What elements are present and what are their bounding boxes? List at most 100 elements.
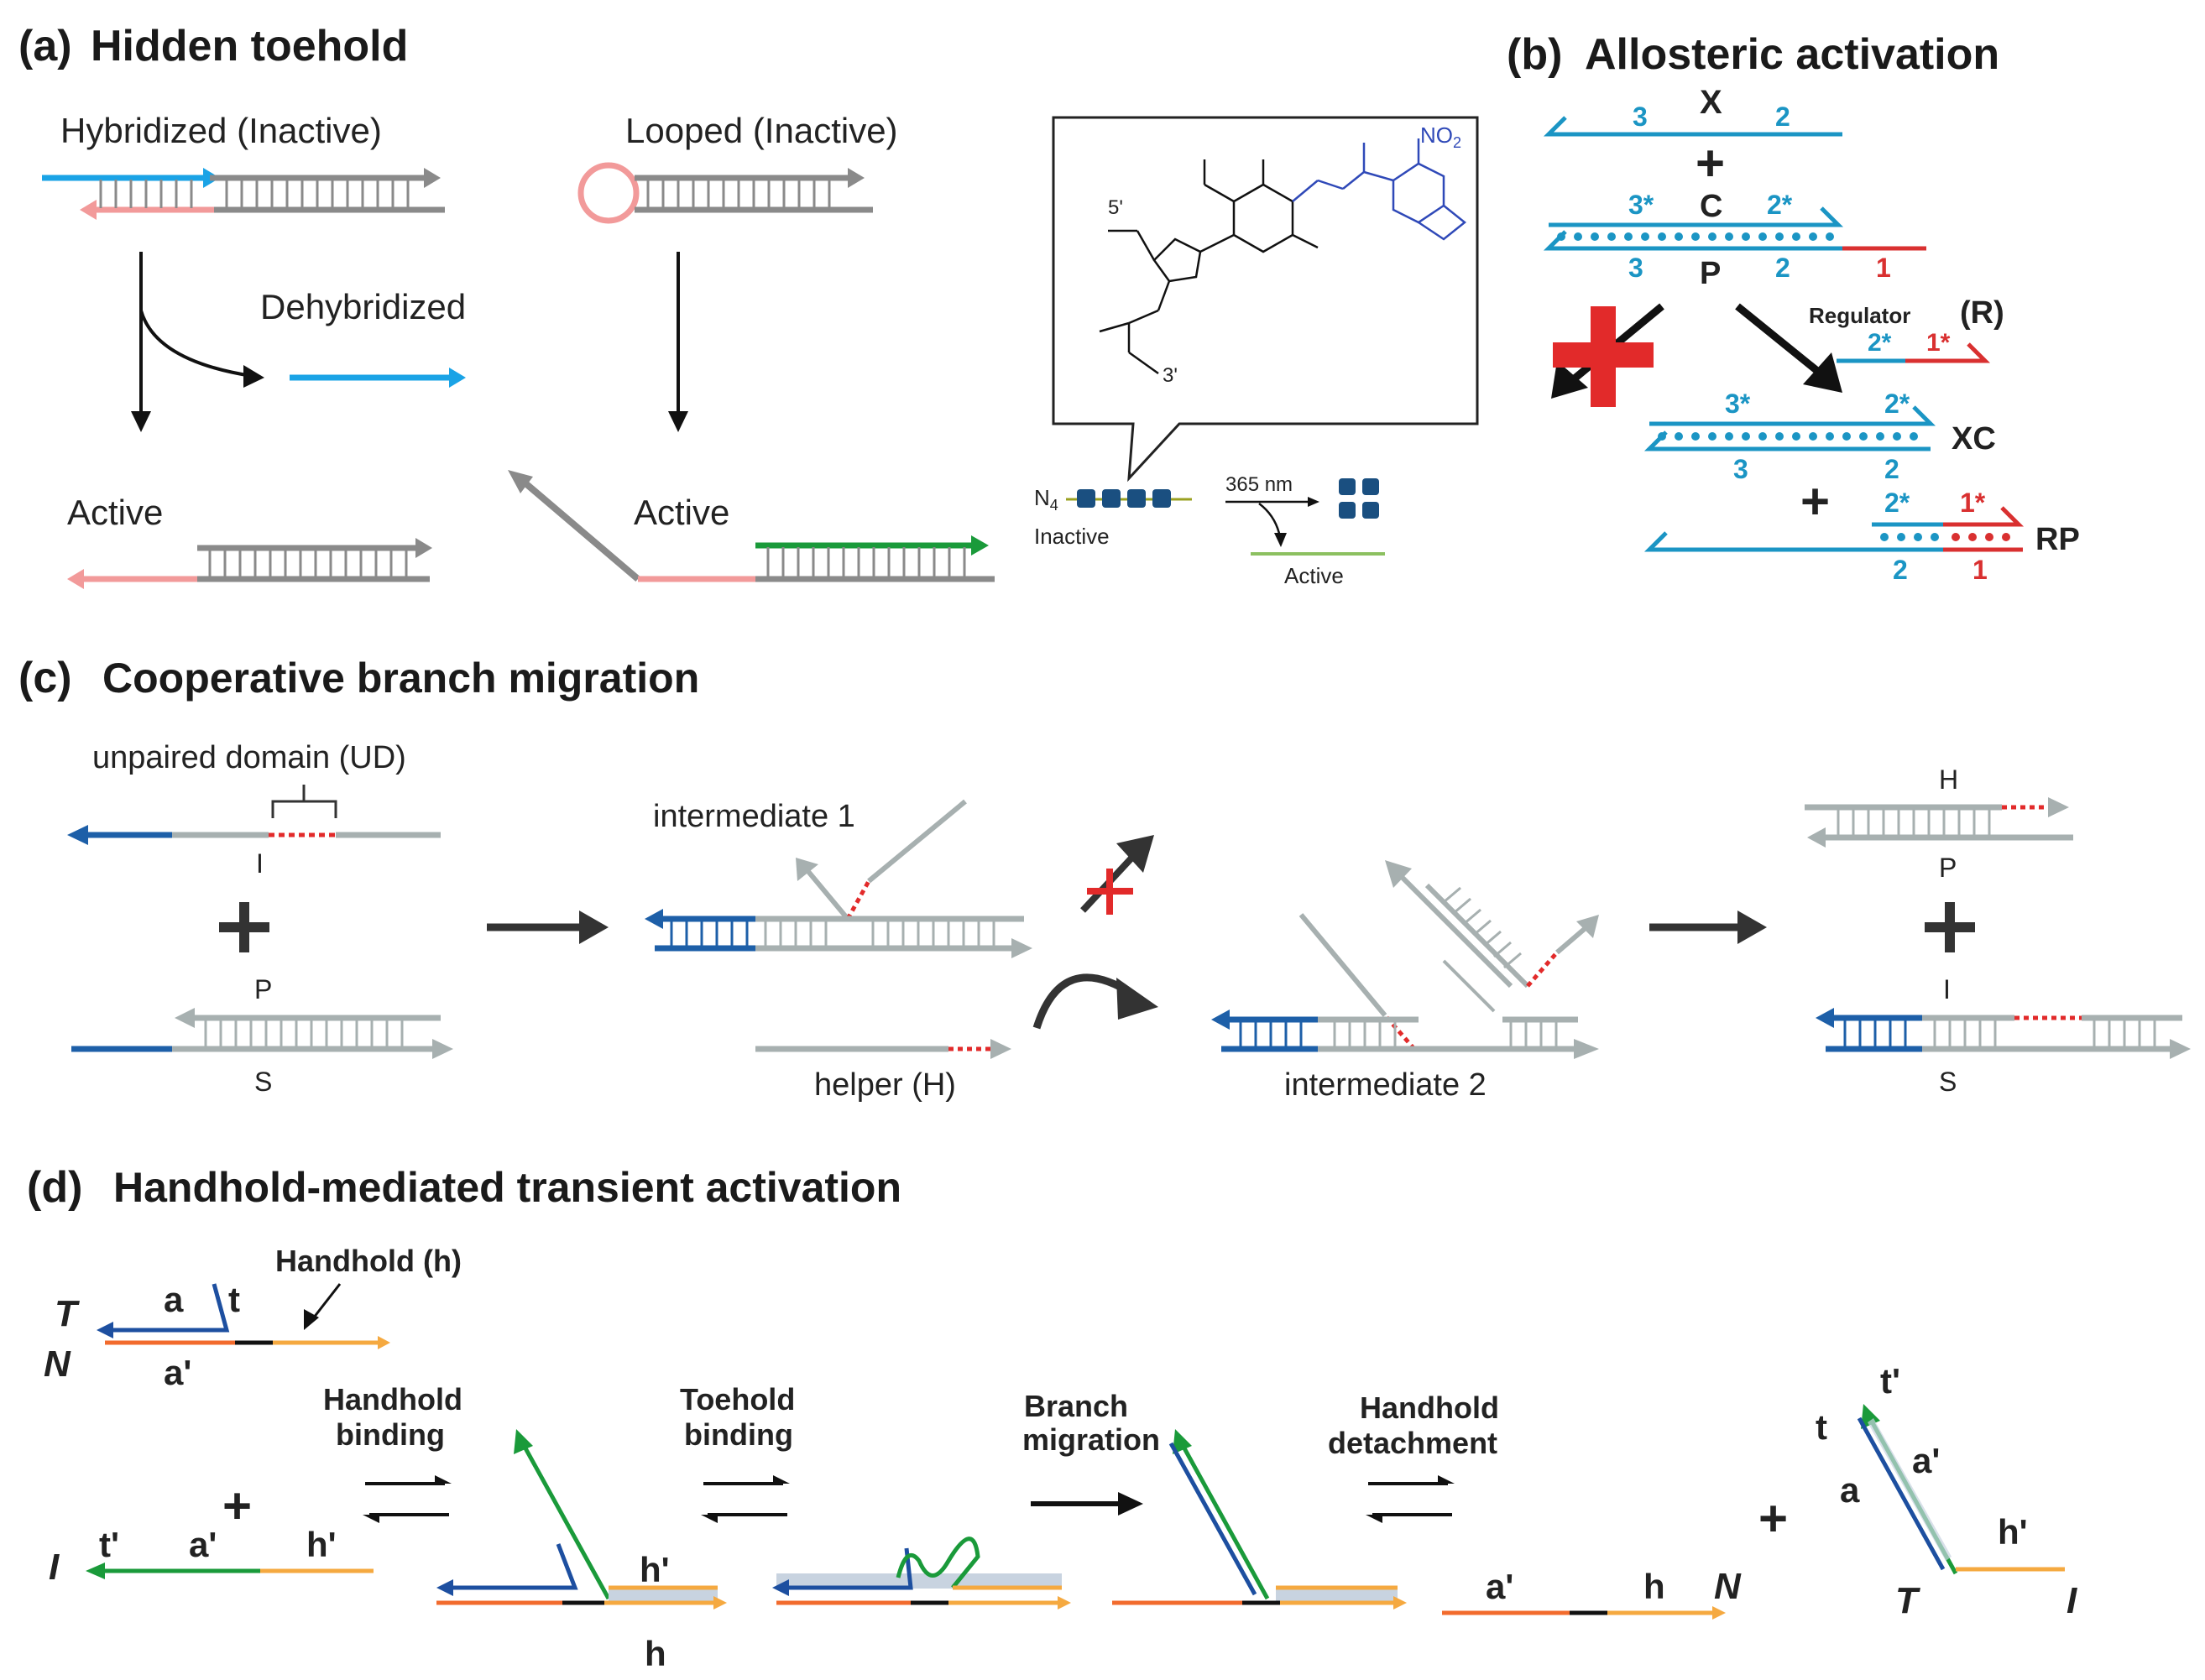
red-cross-b <box>1553 306 1654 407</box>
label-handhold-detachment-1: Handhold <box>1360 1390 1499 1425</box>
label-looped: Looped (Inactive) <box>625 111 898 150</box>
handhold-pointer <box>309 1283 342 1323</box>
panel-d-letter: (d) <box>27 1163 82 1212</box>
label-intermediate1: intermediate 1 <box>653 799 855 834</box>
plus-b1: + <box>1696 135 1725 191</box>
label-i-1: I <box>256 848 264 879</box>
label-t-1: t <box>228 1280 240 1319</box>
label-active-right: Active <box>634 493 729 532</box>
label-i-2: I <box>1943 974 1951 1004</box>
label-ap-1: a' <box>164 1353 191 1392</box>
label-ap-4: a' <box>1912 1441 1940 1480</box>
strand-i <box>67 825 441 845</box>
label-dehybridized: Dehybridized <box>260 287 466 326</box>
strand-p <box>1543 230 1842 251</box>
hybridized-duplex <box>42 168 445 220</box>
label-toehold-binding-1: Toehold <box>680 1382 795 1417</box>
label-t-2: t <box>1816 1407 1827 1447</box>
panel-b: (b) Allosteric activation X 3 2 + 3* C 2… <box>1507 30 2080 585</box>
panel-a: (a) Hidden toehold Hybridized (Inactive)… <box>18 22 1479 589</box>
label-c-3s: 3* <box>1628 190 1654 220</box>
complex-toehold-bound <box>772 1537 1071 1610</box>
label-h: H <box>1939 764 1958 795</box>
nucleoside-structure <box>1099 159 1319 375</box>
complex-handhold-bound <box>436 1429 727 1610</box>
panel-b-letter: (b) <box>1507 30 1562 79</box>
strand-xc-bottom <box>1643 430 1931 451</box>
label-tp-1: t' <box>99 1525 119 1564</box>
label-hp-1: h' <box>306 1525 337 1564</box>
strand-rp-bottom <box>1643 531 1943 552</box>
strand-N-free <box>1442 1606 1726 1620</box>
strand-x <box>1543 116 1842 137</box>
label-branch-migration-2: migration <box>1022 1422 1160 1457</box>
label-n4: N4 <box>1034 485 1058 514</box>
panel-a-letter: (a) <box>18 22 72 70</box>
label-hp-3: h' <box>1998 1512 2028 1552</box>
strand-xc-top <box>1649 405 1936 426</box>
panel-d-title: Handhold-mediated transient activation <box>113 1164 901 1211</box>
released-cages <box>1339 478 1379 519</box>
plus-d2: + <box>1758 1490 1788 1547</box>
label-5prime: 5' <box>1108 196 1123 219</box>
label-r: (R) <box>1960 295 2004 331</box>
label-s-2: S <box>1939 1067 1957 1097</box>
eq-arrows-2 <box>701 1475 790 1523</box>
label-no2: NO2 <box>1420 123 1461 151</box>
label-3prime: 3' <box>1163 364 1178 387</box>
label-N-1: N <box>44 1343 71 1385</box>
ud-bracket <box>271 785 337 818</box>
plus-b2: + <box>1800 473 1830 530</box>
panel-a-title: Hidden toehold <box>91 22 408 70</box>
eq-arrows-1 <box>363 1475 452 1523</box>
plus-c2 <box>1925 902 1975 952</box>
label-regulator: Regulator <box>1809 303 1910 328</box>
arrow-dehybridize <box>139 310 253 378</box>
label-p-1: 1 <box>1876 253 1891 283</box>
panel-c: (c) Cooperative branch migration unpaire… <box>18 654 2191 1103</box>
red-cross-c <box>1087 869 1133 915</box>
panel-b-title: Allosteric activation <box>1585 30 1999 79</box>
label-inset-inactive: Inactive <box>1034 524 1110 549</box>
strand-c <box>1549 206 1844 227</box>
duplex-rp-dots <box>1880 533 2010 541</box>
caged-strand <box>1066 489 1192 508</box>
label-handhold-detachment-2: detachment <box>1328 1426 1497 1460</box>
photocage-inset: 5' 3' NO2 N4 Inactive 365 nm <box>1034 116 1479 588</box>
label-xc-3: 3 <box>1733 454 1748 484</box>
label-hp-2: h' <box>640 1550 670 1589</box>
eq-arrows-3 <box>1366 1475 1455 1523</box>
duplex-xc-dots <box>1658 432 1918 441</box>
label-rp: RP <box>2035 522 2080 557</box>
label-ud: unpaired domain (UD) <box>92 740 406 775</box>
complex-TI <box>1857 1404 2065 1575</box>
strand-r-red <box>1905 342 1991 363</box>
label-xc-2s: 2* <box>1884 389 1910 419</box>
label-branch-migration-1: Branch <box>1024 1389 1128 1423</box>
label-rp-1: 1 <box>1972 555 1988 585</box>
label-I-1: I <box>49 1547 60 1588</box>
label-I-2: I <box>2067 1580 2077 1621</box>
label-T-2: T <box>1895 1580 1920 1621</box>
label-hybridized: Hybridized (Inactive) <box>60 111 382 150</box>
label-ap-2: a' <box>189 1525 217 1564</box>
nitrophenyl-cage <box>1292 138 1467 241</box>
label-p: P <box>1700 256 1721 291</box>
label-p-2: 2 <box>1775 253 1790 283</box>
duplex-is <box>1816 1008 2191 1059</box>
label-c: C <box>1700 189 1722 224</box>
label-N-2: N <box>1714 1566 1742 1607</box>
looped-hairpin <box>577 162 873 224</box>
complex-branch-migrated <box>1112 1429 1407 1610</box>
label-r-2s: 2* <box>1868 329 1892 357</box>
label-r-1s: 1* <box>1926 329 1951 357</box>
active-right-duplex <box>508 470 995 582</box>
label-h-2: h <box>1643 1567 1665 1606</box>
label-a-1: a <box>164 1280 184 1319</box>
label-p-2c: P <box>1939 853 1957 883</box>
label-a-2: a <box>1840 1470 1860 1510</box>
label-T-1: T <box>55 1293 80 1334</box>
label-xc-2: 2 <box>1884 454 1899 484</box>
label-x: X <box>1700 84 1722 121</box>
label-tp-2: t' <box>1880 1361 1900 1401</box>
